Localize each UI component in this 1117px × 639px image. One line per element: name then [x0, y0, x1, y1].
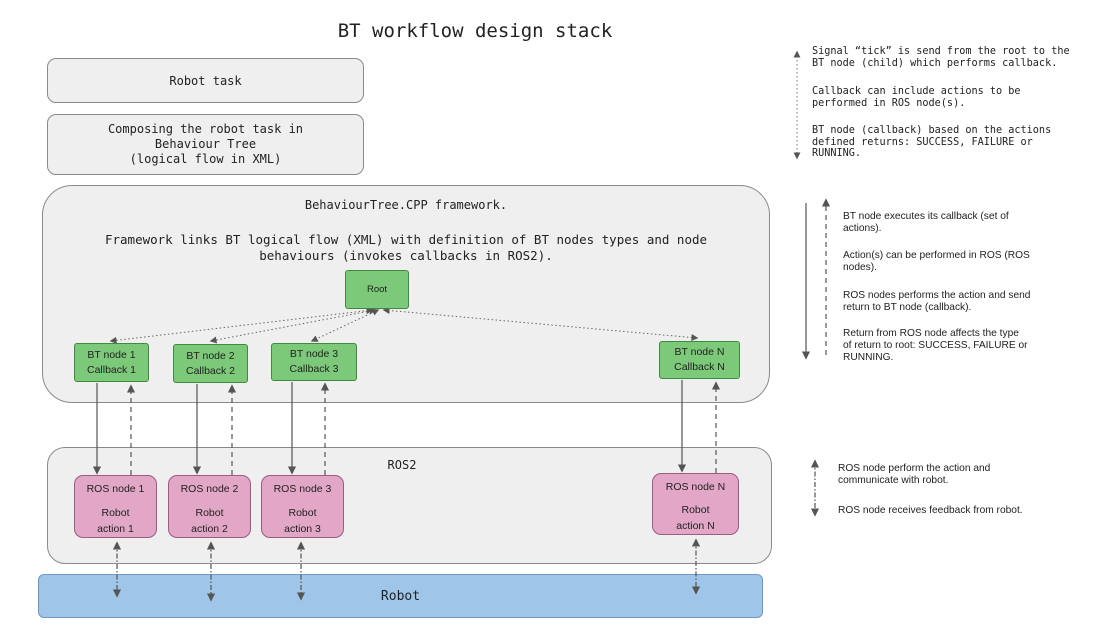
framework-title: BehaviourTree.CPP framework. [304, 198, 508, 212]
tick-link-1 [109, 307, 374, 344]
ros-node-2-action-1: Robot [195, 507, 224, 519]
note-send-return-line-2: return to BT node (callback). [843, 302, 972, 313]
note-perform-line-2: communicate with robot. [838, 475, 949, 486]
ros-node-1-name: ROS node 1 [86, 483, 145, 495]
bt-node-2-callback: Callback 2 [185, 364, 236, 377]
diagram-title: BT workflow design stack [337, 20, 613, 42]
bt-node-n-name: BT node N [674, 346, 725, 358]
note-return-type-line-2: of return to root: SUCCESS, FAILURE or [843, 340, 1028, 351]
ros-node-3-name: ROS node 3 [273, 483, 332, 495]
note-callback-actions: Callback can include actions to be perfo… [812, 86, 1112, 109]
framework-desc-line-1: Framework links BT logical flow (XML) wi… [104, 232, 708, 247]
ros-node-3-action-1: Robot [288, 507, 317, 519]
note-perform-line-1: ROS node perform the action and [838, 463, 991, 474]
note-tick-line-1: Signal “tick” is send from the root to t… [812, 46, 1070, 57]
bt-node-n: BT node N Callback N [659, 341, 740, 379]
ros-node-2-action-2: action 2 [191, 523, 228, 535]
note-feedback-line-1: ROS node receives feedback from robot. [838, 505, 1023, 516]
ros2-title: ROS2 [387, 458, 417, 472]
note-ros-actions-line-1: Action(s) can be performed in ROS (ROS [843, 250, 1030, 261]
note-ros-actions: Action(s) can be performed in ROS (ROS n… [843, 250, 1113, 274]
ros2-panel [47, 447, 772, 564]
ros-node-n-action-1: Robot [681, 504, 710, 516]
robot-task-box: Robot task [47, 58, 364, 103]
note-send-return: ROS nodes performs the action and send r… [843, 290, 1113, 314]
note-feedback: ROS node receives feedback from robot. [838, 505, 1113, 517]
ros-node-2: ROS node 2 Robot action 2 [168, 475, 251, 538]
framework-desc-line-2: behaviours (invokes callbacks in ROS2). [259, 248, 553, 263]
bt-node-3-callback: Callback 3 [289, 363, 339, 375]
framework-desc: Framework links BT logical flow (XML) wi… [42, 232, 770, 264]
tick-link-2 [209, 307, 377, 344]
note-returns-line-1: BT node (callback) based on the actions [812, 125, 1052, 136]
ros-node-1-action-1: Robot [101, 507, 130, 519]
note-executes-line-2: actions). [843, 223, 882, 234]
note-return-type-line-1: Return from ROS node affects the type [843, 328, 1019, 339]
composing-line-2: Behaviour Tree [154, 137, 257, 151]
bt-node-1-callback: Callback 1 [86, 363, 137, 376]
root-node: Root [345, 270, 409, 309]
bt-node-n-callback: Callback N [674, 361, 725, 373]
ros-node-1: ROS node 1 Robot action 1 [74, 475, 157, 538]
bt-node-3: BT node 3 Callback 3 [271, 343, 357, 381]
bt-node-1: BT node 1 Callback 1 [74, 343, 149, 382]
note-perform: ROS node perform the action and communic… [838, 463, 1113, 487]
bt-node-2-name: BT node 2 [186, 349, 235, 362]
note-callback-actions-line-2: performed in ROS node(s). [812, 97, 966, 109]
ros-node-1-action-2: action 1 [97, 523, 134, 535]
ros-node-3-action-2: action 3 [284, 523, 321, 535]
ros-node-3: ROS node 3 Robot action 3 [261, 475, 344, 538]
ros-node-n-name: ROS node N [665, 481, 726, 493]
ros-node-n: ROS node N Robot action N [652, 473, 739, 535]
note-ros-actions-line-2: nodes). [843, 262, 877, 273]
note-returns: BT node (callback) based on the actions … [812, 125, 1112, 160]
note-send-return-line-1: ROS nodes performs the action and send [843, 290, 1031, 301]
note-returns-line-3: RUNNING. [812, 148, 862, 159]
note-tick-line-2: BT node (child) which performs callback. [812, 57, 1058, 69]
robot-bar: Robot [38, 574, 763, 618]
robot-task-label: Robot task [169, 73, 242, 88]
ros-node-n-action-2: action N [676, 520, 715, 532]
composing-line-3: (logical flow in XML) [129, 152, 282, 166]
note-returns-line-2: defined returns: SUCCESS, FAILURE or [812, 136, 1033, 148]
ros-node-2-name: ROS node 2 [180, 483, 239, 495]
composing-line-1: Composing the robot task in [107, 122, 304, 136]
note-tick: Signal “tick” is send from the root to t… [812, 46, 1112, 69]
note-executes-line-1: BT node executes its callback (set of [843, 211, 1009, 222]
bt-node-1-name: BT node 1 [87, 348, 136, 361]
composing-box: Composing the robot task in Behaviour Tr… [47, 114, 364, 175]
bt-node-3-name: BT node 3 [289, 348, 339, 360]
tick-link-n [382, 307, 699, 341]
bt-node-2: BT node 2 Callback 2 [173, 344, 248, 383]
tick-link-3 [310, 309, 380, 342]
note-return-type: Return from ROS node affects the type of… [843, 328, 1113, 364]
robot-label: Robot [380, 588, 421, 604]
note-callback-actions-line-1: Callback can include actions to be [812, 86, 1021, 97]
note-executes: BT node executes its callback (set of ac… [843, 211, 1113, 235]
note-return-type-line-3: RUNNING. [843, 352, 894, 363]
root-label: Root [366, 284, 388, 295]
